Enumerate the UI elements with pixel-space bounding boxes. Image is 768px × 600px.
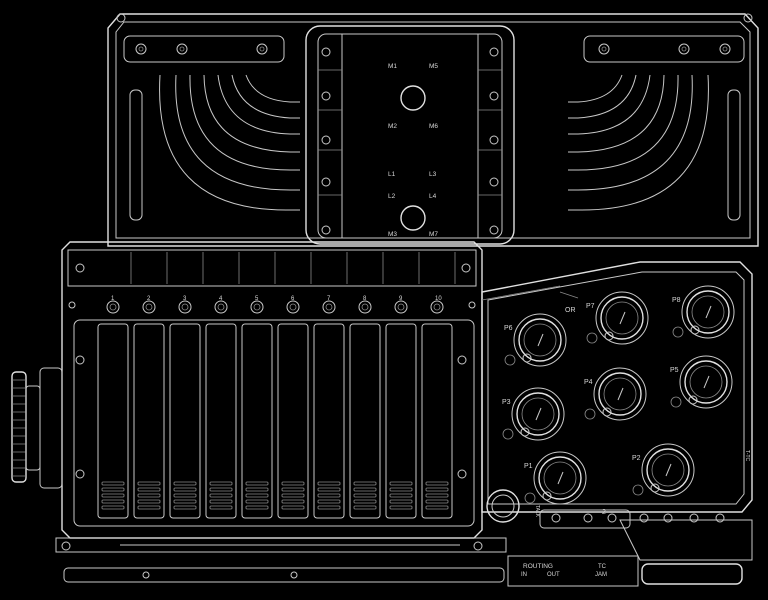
channel-number: 7 xyxy=(327,296,331,302)
knob-label: P7 xyxy=(586,303,595,310)
knob-p5[interactable]: P5 xyxy=(670,355,733,409)
channel-number: 4 xyxy=(219,296,223,302)
channel-number: 3 xyxy=(183,296,187,302)
top-label-right: M5 xyxy=(429,63,438,70)
channel-fader-slot[interactable] xyxy=(169,323,201,519)
top-label-right: L3 xyxy=(429,171,437,178)
routing-out: OUT xyxy=(547,572,560,578)
channel-fader-slot[interactable] xyxy=(205,323,237,519)
routing-in: IN xyxy=(521,572,527,578)
aux-label: 2 xyxy=(602,509,606,516)
channel-trim-knob[interactable] xyxy=(430,300,444,314)
channel-trim-knob[interactable] xyxy=(322,300,336,314)
channel-strip: 10 xyxy=(421,252,456,519)
channel-fader-slot[interactable] xyxy=(133,323,165,519)
knob-p4[interactable]: P4 xyxy=(584,367,647,421)
knob-label: P4 xyxy=(584,379,593,386)
knob-label: P5 xyxy=(670,367,679,374)
channel-strip: 7 xyxy=(313,252,348,519)
channel-fader-slot[interactable] xyxy=(385,323,417,519)
channel-strip: 1 xyxy=(97,252,132,519)
channel-strip: 9 xyxy=(385,252,420,519)
channel-number: 6 xyxy=(291,296,295,302)
top-label-left: L1 xyxy=(388,171,396,178)
tc-label: T-TC xyxy=(744,450,750,461)
connector-port xyxy=(486,489,520,523)
channel-trim-knob[interactable] xyxy=(394,300,408,314)
channel-strips: 1 2 3 4 5 6 7 8 9 10 xyxy=(97,252,456,519)
routing-title: ROUTING xyxy=(523,563,553,570)
channel-fader-slot[interactable] xyxy=(277,323,309,519)
top-label-right: L4 xyxy=(429,193,437,200)
channel-trim-knob[interactable] xyxy=(214,300,228,314)
tc-jam-line1: TC xyxy=(598,564,607,570)
channel-fader-slot[interactable] xyxy=(241,323,273,519)
channel-trim-knob[interactable] xyxy=(106,300,120,314)
top-label-left: L2 xyxy=(388,193,396,200)
channel-strip: 2 xyxy=(133,252,168,519)
channel-strip: 8 xyxy=(349,252,384,519)
channel-fader-slot[interactable] xyxy=(349,323,381,519)
channel-trim-knob[interactable] xyxy=(286,300,300,314)
channel-fader-slot[interactable] xyxy=(313,323,345,519)
channel-fader-slot[interactable] xyxy=(97,323,129,519)
channel-strip: 6 xyxy=(277,252,312,519)
side-knob xyxy=(11,371,27,483)
channel-number: 8 xyxy=(363,296,367,302)
slider-module: 1 2 3 4 5 6 7 8 9 10 xyxy=(11,241,507,583)
knob-label: P3 xyxy=(502,399,511,406)
knob-p6[interactable]: P6 xyxy=(504,313,567,367)
channel-trim-knob[interactable] xyxy=(178,300,192,314)
bottom-knob xyxy=(641,563,743,585)
knob-label: P8 xyxy=(672,297,681,304)
top-label-left: M2 xyxy=(388,123,397,130)
channel-fader-slot[interactable] xyxy=(421,323,453,519)
knob-group: P1 P2 P3 P4 P5 P6 P7 P8 xyxy=(502,285,735,505)
knob-label: P2 xyxy=(632,455,641,462)
or-label: OR xyxy=(565,307,576,314)
channel-trim-knob[interactable] xyxy=(358,300,372,314)
channel-strip: 5 xyxy=(241,252,276,519)
knob-p7[interactable]: P7 xyxy=(586,291,649,345)
knob-p1[interactable]: P1 xyxy=(524,451,587,505)
knob-p8[interactable]: P8 xyxy=(672,285,735,339)
knob-label: P6 xyxy=(504,325,513,332)
channel-number: 5 xyxy=(255,296,259,302)
top-label-right: M7 xyxy=(429,231,438,238)
channel-number: 1 xyxy=(111,296,115,302)
channel-strip: 4 xyxy=(205,252,240,519)
top-label-left: M3 xyxy=(388,231,397,238)
channel-number: 9 xyxy=(399,296,403,302)
tc-jam-line2: JAM xyxy=(595,572,607,578)
talk-label: TALK xyxy=(534,505,540,518)
top-label-left: M1 xyxy=(388,63,397,70)
channel-trim-knob[interactable] xyxy=(250,300,264,314)
channel-strip: 3 xyxy=(169,252,204,519)
top-label-right: M6 xyxy=(429,123,438,130)
channel-number: 10 xyxy=(435,296,442,302)
knob-label: P1 xyxy=(524,463,533,470)
channel-number: 2 xyxy=(147,296,151,302)
knob-p2[interactable]: P2 xyxy=(632,443,695,497)
channel-trim-knob[interactable] xyxy=(142,300,156,314)
knob-p3[interactable]: P3 xyxy=(502,387,565,441)
